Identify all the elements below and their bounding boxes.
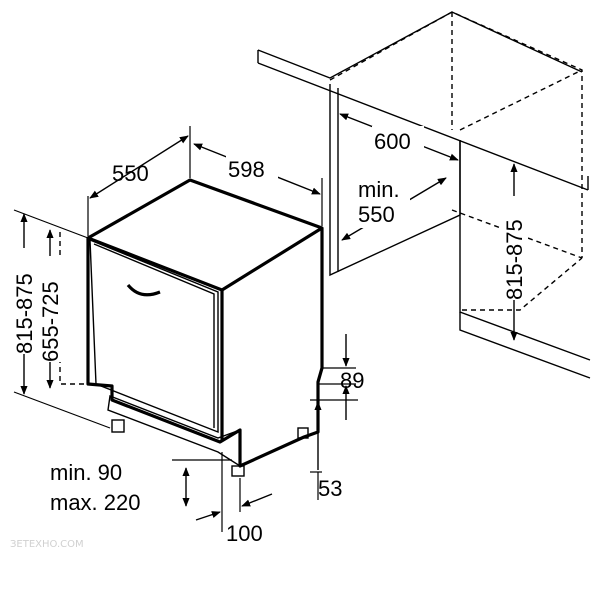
dim-89-label: 89 [340,368,364,393]
dim-total-height-ext-top [13,209,89,239]
dimension-width: 598 [193,143,323,226]
door-panel [89,238,219,434]
dim-width-label-bg [226,154,278,180]
dim-depth-label: 550 [112,161,149,186]
front-right-foot [231,465,245,477]
dim-total-height-ext-bottom [13,391,111,429]
dim-total-height-label-bg [12,248,38,354]
dim-door-height-label-bg [38,256,64,362]
dimension-depth: 550 [87,126,191,236]
dim-niche-depth-prefix: min. [358,177,400,202]
door-handle [126,283,161,297]
dimension-plinth-range: min. 90 max. 220 [50,459,232,515]
dimension-total-height: 815-875 [12,209,111,429]
installation-niche [257,11,591,379]
niche-diag-dashed [459,69,583,131]
dim-door-height-label: 655-725 [38,281,63,362]
front-left-foot [111,419,125,433]
dishwasher-outline [86,178,324,468]
dimension-niche-height: 815-875 [502,163,528,341]
niche-upper-dashed [329,11,583,258]
dim-total-height-label: 815-875 [12,273,37,354]
dimension-door-height: 655-725 [38,229,64,389]
dim-niche-width-label: 600 [374,129,411,154]
dimension-niche-width: 600 [339,113,459,161]
dimension-foot-height: 53 [310,399,358,501]
dim-plinth-max-label: max. 220 [50,490,141,515]
dimension-foot-inset: 100 [195,452,273,546]
dim-100-label: 100 [226,521,263,546]
rear-right-foot [297,427,309,439]
dim-width-label: 598 [228,157,265,182]
door-panel-inner [93,243,215,428]
dimension-plinth-gap: 89 [318,334,364,420]
dim-plinth-min-label: min. 90 [50,460,122,485]
right-cabinet-base-dashed [462,257,583,311]
dishwasher-front-top-edge [87,226,323,292]
dishwasher-body [59,178,324,477]
dim-niche-height-label-bg [502,196,528,300]
dim-100-arrow-right [241,493,273,507]
watermark: ЗETEXHO.COM [10,539,84,550]
right-cabinet-base [459,312,591,379]
dim-100-arrow-left [195,511,221,521]
dim-niche-width-label-bg [372,126,424,152]
dim-niche-depth-value: 550 [358,202,395,227]
dim-53-label: 53 [318,476,342,501]
countertop-top-edge [257,11,583,79]
dim-depth-arrow [89,135,189,199]
dimension-niche-depth: min. 550 [341,176,447,241]
dim-niche-height-label: 815-875 [502,219,527,300]
dim-niche-depth-label-bg [354,176,410,228]
